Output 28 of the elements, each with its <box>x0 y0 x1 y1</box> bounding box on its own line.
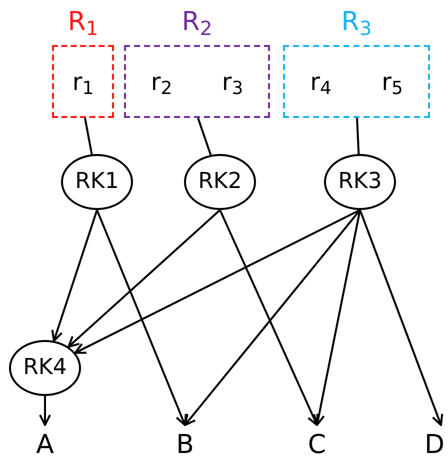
arrow <box>68 209 221 348</box>
ellipse-node: RK1 <box>61 154 133 210</box>
element-label: r$_{3}$ <box>222 70 244 94</box>
group-heading: R$_{3}$ <box>341 9 372 42</box>
element-label: r$_{2}$ <box>150 70 172 94</box>
group-heading: R$_{2}$ <box>182 9 212 42</box>
arrow <box>219 210 318 426</box>
ellipse-node: RK2 <box>184 154 256 210</box>
element-label: r$_{4}$ <box>310 70 332 94</box>
arrow <box>184 209 361 426</box>
element-label: r$_{5}$ <box>382 70 403 94</box>
connector-line <box>356 118 360 154</box>
group-heading: R$_{1}$ <box>68 9 98 42</box>
arrow <box>74 209 360 354</box>
arrow <box>313 210 361 426</box>
output-label: C <box>299 426 335 460</box>
output-label: A <box>27 426 63 460</box>
arrow <box>96 210 187 426</box>
output-label: D <box>421 426 448 460</box>
ellipse-node: RK4 <box>9 340 81 396</box>
connector-line <box>84 118 93 154</box>
connector-line <box>197 118 212 156</box>
element-label: r$_{1}$ <box>72 70 94 94</box>
output-label: B <box>167 426 203 460</box>
arrow <box>51 210 98 342</box>
ellipse-node: RK3 <box>324 154 396 210</box>
arrow <box>39 396 51 426</box>
arrow <box>359 210 444 426</box>
